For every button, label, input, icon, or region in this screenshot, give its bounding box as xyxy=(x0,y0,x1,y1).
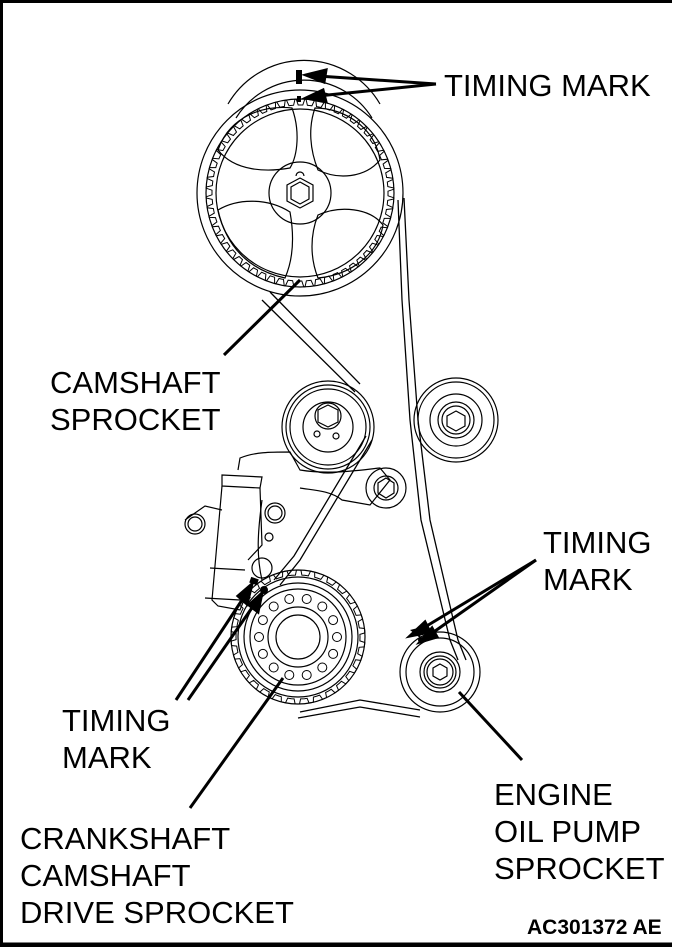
tensioner-pulley xyxy=(281,380,375,474)
label-line: SPROCKET xyxy=(494,851,665,886)
figure-code: AC301372 AE xyxy=(527,916,662,939)
crankshaft-sprocket-holes xyxy=(254,594,342,680)
label-line: TIMING MARK xyxy=(444,68,651,103)
sprocket-hole xyxy=(257,615,268,626)
label-line: MARK xyxy=(62,740,152,775)
oil-pump-timing-mark-arrows xyxy=(405,558,537,645)
sprocket-hole xyxy=(328,615,339,626)
label-line: CAMSHAFT xyxy=(50,365,221,400)
sprocket-hole xyxy=(254,632,264,642)
sprocket-hole xyxy=(268,662,279,673)
sprocket-hole xyxy=(301,670,312,680)
timing-belt xyxy=(261,197,467,719)
idler-pulley xyxy=(413,377,499,463)
label-line: SPROCKET xyxy=(50,402,221,437)
oil-pump-sprocket-leader xyxy=(457,690,524,762)
crank-timing-mark-arrows xyxy=(174,579,265,701)
camshaft-timing-mark-arrows xyxy=(301,67,437,104)
sprocket-tooth-profile xyxy=(230,569,366,705)
oil-pump-sprocket xyxy=(399,631,481,713)
sprocket-hole xyxy=(268,601,279,612)
engine-oil-pump-sprocket-label: ENGINE OIL PUMP SPROCKET xyxy=(494,776,665,887)
sprocket-hole xyxy=(317,601,328,612)
sprocket-hole xyxy=(301,594,312,604)
sprocket-hole xyxy=(317,662,328,673)
sprocket-hole xyxy=(284,670,295,680)
oil-pump-timing-mark-label: TIMING MARK xyxy=(543,524,652,598)
camshaft-sprocket-label: CAMSHAFT SPROCKET xyxy=(50,364,221,438)
sprocket-hole xyxy=(284,594,295,604)
camshaft-timing-mark xyxy=(296,70,302,102)
crankshaft-sprocket-teeth xyxy=(230,569,366,705)
label-line: DRIVE SPROCKET xyxy=(20,895,294,930)
label-line: ENGINE xyxy=(494,777,613,812)
label-line: MARK xyxy=(543,562,633,597)
label-line: TIMING xyxy=(62,703,171,738)
camshaft-sprocket-leader xyxy=(222,278,302,357)
crankshaft-drive-sprocket-label: CRANKSHAFT CAMSHAFT DRIVE SPROCKET xyxy=(20,820,294,931)
small-idler xyxy=(365,467,407,509)
auto-tensioner xyxy=(184,451,391,611)
camshaft-sprocket xyxy=(196,59,404,297)
crankshaft-sprocket-leader xyxy=(188,677,285,809)
camshaft-sprocket-teeth xyxy=(205,98,395,288)
camshaft-timing-mark-label: TIMING MARK xyxy=(444,67,651,104)
label-line: CAMSHAFT xyxy=(20,858,191,893)
label-line: CRANKSHAFT xyxy=(20,821,231,856)
label-line: OIL PUMP xyxy=(494,814,641,849)
sprocket-hole xyxy=(328,648,339,659)
sprocket-hole xyxy=(332,632,342,642)
crank-timing-mark-label: TIMING MARK xyxy=(62,702,171,776)
sprocket-tooth-profile xyxy=(205,98,395,288)
label-line: TIMING xyxy=(543,525,652,560)
sprocket-hole xyxy=(257,648,268,659)
